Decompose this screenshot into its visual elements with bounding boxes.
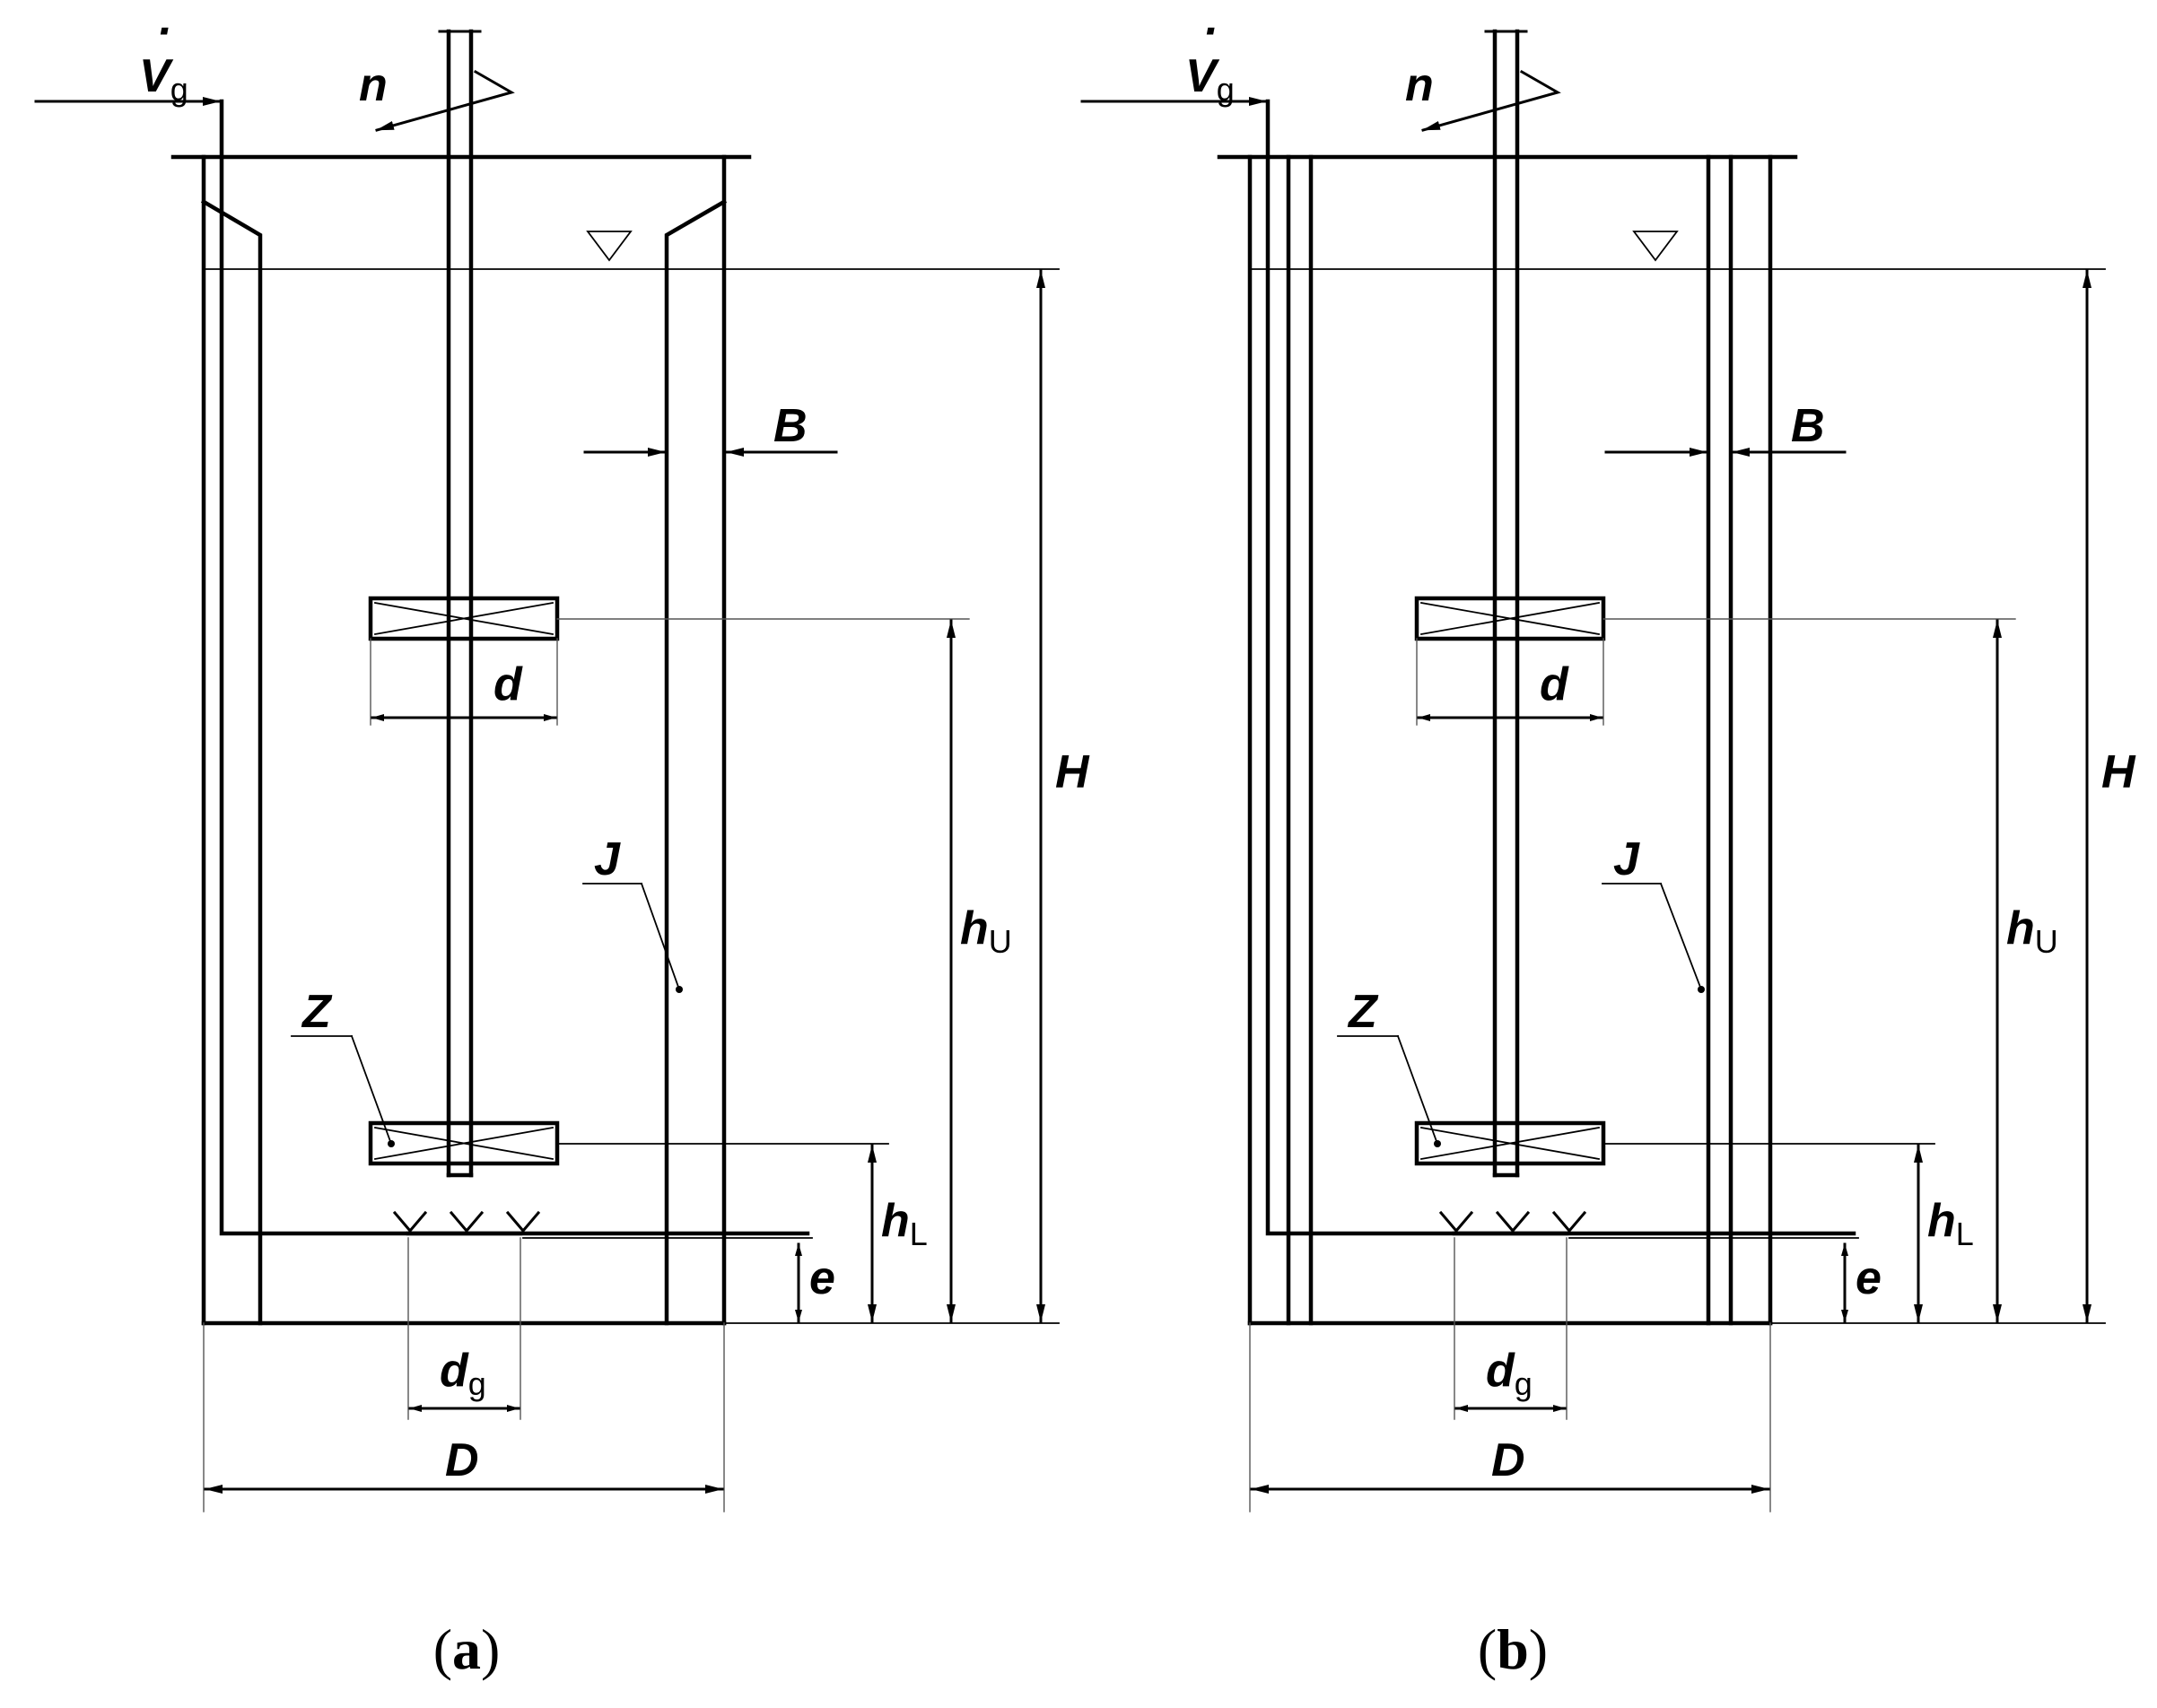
baffle-left bbox=[200, 198, 263, 1326]
gas-flow-dot: · bbox=[156, 5, 171, 57]
panel-b: Vg · n bbox=[1080, 5, 2136, 1681]
caption-a: (a) bbox=[433, 1617, 501, 1681]
gas-flow-symbol: Vg bbox=[1185, 50, 1235, 108]
height-label: H bbox=[2101, 746, 2136, 798]
baffle-width-label: B bbox=[1791, 400, 1825, 452]
gas-inlet-pipe bbox=[1080, 97, 1856, 1236]
baffle-left bbox=[1286, 154, 1314, 1326]
baffle-right bbox=[664, 198, 728, 1326]
baffle-leader-dot bbox=[676, 986, 683, 993]
impeller-label: Z bbox=[301, 986, 333, 1038]
gas-flow-symbol: Vg bbox=[139, 50, 188, 108]
sparger bbox=[1438, 1210, 1587, 1236]
vessel-diameter-label: D bbox=[445, 1434, 479, 1486]
gas-flow-dot: · bbox=[1202, 5, 1218, 57]
baffle-leader-line bbox=[1659, 882, 1703, 991]
caption-b: (b) bbox=[1478, 1617, 1548, 1681]
baffle-label: J bbox=[1613, 833, 1640, 885]
upper-impeller bbox=[1414, 596, 1606, 641]
baffle-width-label: B bbox=[773, 400, 808, 452]
rotation-arrow-icon bbox=[1421, 69, 1561, 132]
baffle-right bbox=[1706, 154, 1733, 1326]
lower-impeller bbox=[368, 1120, 560, 1166]
upper-height-label: hU bbox=[2006, 902, 2058, 960]
sparger-diameter-label: dg bbox=[1486, 1345, 1533, 1402]
panel-a: Vg · n bbox=[34, 5, 1090, 1681]
sparger-clearance-label: e bbox=[1856, 1252, 1882, 1304]
upper-impeller bbox=[368, 596, 560, 641]
rotation-arrow-icon bbox=[375, 69, 515, 132]
speed-symbol: n bbox=[1405, 59, 1434, 111]
sparger-clearance-label: e bbox=[809, 1252, 835, 1304]
impeller-leader-line bbox=[350, 1034, 393, 1146]
liquid-level-triangle-icon bbox=[1632, 231, 1679, 262]
impeller-diameter-label: d bbox=[1540, 658, 1569, 710]
baffle-leader-line bbox=[640, 882, 681, 991]
impeller-leader-line bbox=[1396, 1034, 1439, 1146]
sparger-diameter-label: dg bbox=[440, 1345, 486, 1402]
baffle-label: J bbox=[594, 833, 621, 885]
vessel-diameter-label: D bbox=[1491, 1434, 1525, 1486]
lower-impeller bbox=[1414, 1120, 1606, 1166]
gas-pipe bbox=[219, 99, 810, 1236]
sparger bbox=[392, 1210, 541, 1236]
impeller-diameter-label: d bbox=[493, 658, 523, 710]
height-label: H bbox=[1055, 746, 1090, 798]
liquid-level-triangle-icon bbox=[586, 231, 633, 262]
gas-pipe bbox=[1265, 99, 1856, 1236]
lower-height-label: hL bbox=[1927, 1195, 1974, 1252]
impeller-label: Z bbox=[1347, 986, 1379, 1038]
gas-inlet-pipe bbox=[34, 97, 810, 1236]
baffle-leader-dot bbox=[1698, 986, 1705, 993]
lower-height-label: hL bbox=[881, 1195, 928, 1252]
upper-height-label: hU bbox=[960, 902, 1012, 960]
speed-symbol: n bbox=[359, 59, 388, 111]
